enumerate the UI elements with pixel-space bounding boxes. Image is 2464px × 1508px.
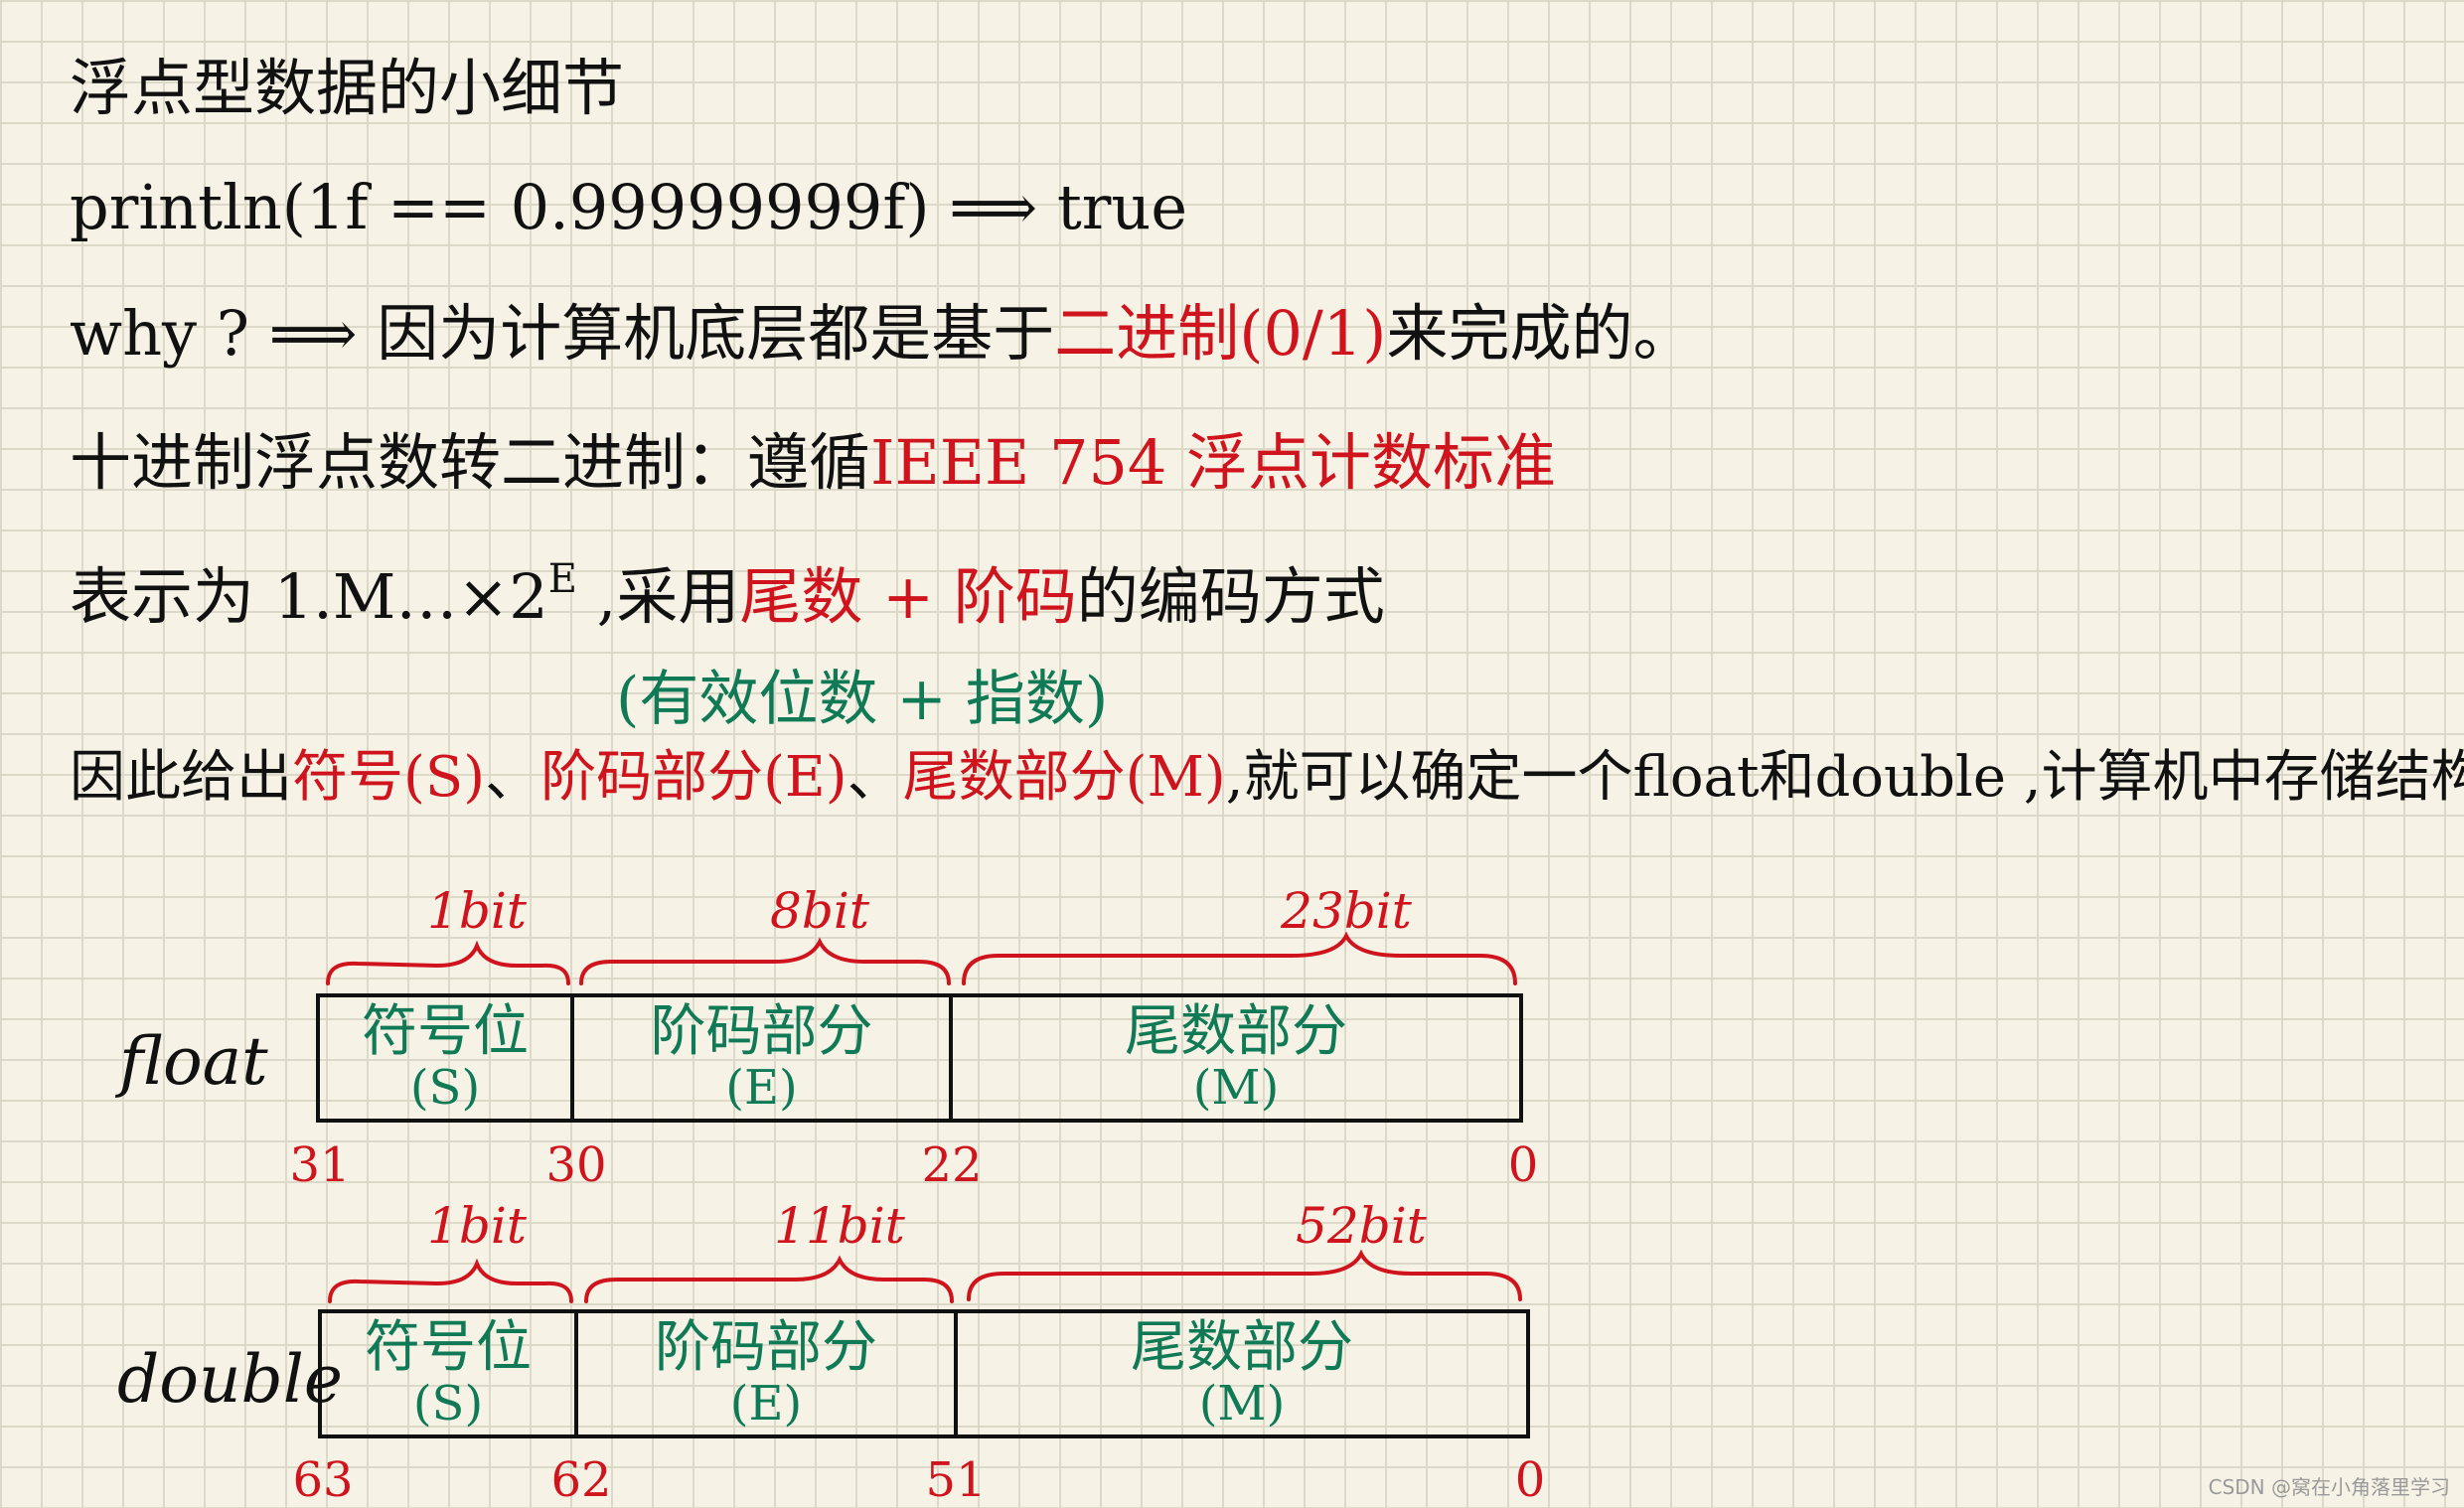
float-mantissa-brace bbox=[962, 931, 1517, 985]
float-label: float bbox=[119, 1023, 268, 1100]
float-mantissa-abbr: (M) bbox=[1192, 1060, 1280, 1117]
double-sign-field: 符号位 (S) bbox=[318, 1309, 578, 1438]
double-index-62: 62 bbox=[550, 1452, 612, 1508]
float-index-22: 22 bbox=[921, 1137, 983, 1193]
double-sign-abbr: (S) bbox=[412, 1376, 484, 1433]
float-index-0: 0 bbox=[1507, 1137, 1539, 1193]
double-exponent-field: 阶码部分 (E) bbox=[574, 1309, 958, 1438]
float-sign-brace bbox=[326, 940, 570, 985]
ieee-highlight: IEEE 754 浮点计数标准 bbox=[870, 426, 1557, 499]
float-mantissa-field: 尾数部分 (M) bbox=[949, 993, 1523, 1123]
float-exponent-abbr: (E) bbox=[725, 1060, 798, 1117]
repr-suffix: 的编码方式 bbox=[1076, 560, 1385, 633]
why-suffix: 来完成的。 bbox=[1386, 297, 1695, 370]
why-prefix: why ? ⟹ 因为计算机底层都是基于 bbox=[70, 297, 1055, 370]
double-sign-name: 符号位 bbox=[365, 1314, 532, 1380]
watermark: CSDN @窝在小角落里学习 bbox=[2208, 1475, 2450, 1499]
repr-prefix: 表示为 1.M…×2 bbox=[70, 560, 548, 633]
double-sign-bits: 1bit bbox=[427, 1197, 527, 1255]
float-index-30: 30 bbox=[545, 1137, 607, 1193]
code-result: true bbox=[1056, 171, 1188, 243]
double-exponent-abbr: (E) bbox=[729, 1376, 803, 1433]
repr-line: 表示为 1.M…×2E ,采用尾数 + 阶码的编码方式 bbox=[70, 559, 1385, 628]
float-mantissa-bits: 23bit bbox=[1281, 882, 1412, 940]
float-exponent-name: 阶码部分 bbox=[650, 998, 873, 1064]
convert-line: 十进制浮点数转二进制：遵循IEEE 754 浮点计数标准 bbox=[70, 432, 1556, 494]
convert-prefix: 十进制浮点数转二进制：遵循 bbox=[70, 426, 871, 499]
repr-mid: ,采用 bbox=[576, 560, 740, 633]
float-exponent-field: 阶码部分 (E) bbox=[570, 993, 953, 1123]
mantissa-exponent-highlight: 尾数 + 阶码 bbox=[739, 560, 1077, 633]
double-sign-brace bbox=[328, 1258, 573, 1303]
code-line: println(1f == 0.99999999f) ⟹ true bbox=[70, 177, 1187, 238]
float-index-31: 31 bbox=[289, 1137, 351, 1193]
binary-highlight: 二进制(0/1) bbox=[1054, 297, 1387, 370]
double-exponent-name: 阶码部分 bbox=[655, 1314, 877, 1380]
hence-line: 因此给出符号(S)、阶码部分(E)、尾数部分(M),就可以确定一个float和d… bbox=[70, 750, 2464, 806]
double-mantissa-name: 尾数部分 bbox=[1131, 1314, 1353, 1380]
hence-prefix: 因此给出 bbox=[70, 745, 292, 810]
page-title: 浮点型数据的小细节 bbox=[70, 52, 625, 124]
repr-exponent: E bbox=[547, 556, 577, 602]
code-expression: println(1f == 0.99999999f) bbox=[70, 171, 930, 243]
float-sign-abbr: (S) bbox=[409, 1060, 481, 1117]
double-label: double bbox=[117, 1341, 343, 1418]
mantissa-highlight: 尾数部分(M) bbox=[902, 745, 1226, 810]
float-exponent-brace bbox=[579, 937, 951, 985]
double-mantissa-abbr: (M) bbox=[1198, 1376, 1286, 1433]
hence-sep1: 、 bbox=[485, 745, 541, 810]
repr-note: (有效位数 + 指数) bbox=[616, 665, 1109, 734]
hence-suffix: ,就可以确定一个float和double ,计算机中存储结构: bbox=[1225, 745, 2464, 810]
implies-arrow: ⟹ bbox=[949, 171, 1038, 243]
exponent-highlight: 阶码部分(E) bbox=[540, 745, 847, 810]
why-line: why ? ⟹ 因为计算机底层都是基于二进制(0/1)来完成的。 bbox=[70, 303, 1694, 365]
double-index-63: 63 bbox=[292, 1452, 354, 1508]
sign-highlight: 符号(S) bbox=[292, 745, 486, 810]
hence-sep2: 、 bbox=[847, 745, 903, 810]
double-exponent-brace bbox=[584, 1255, 954, 1303]
double-exponent-bits: 11bit bbox=[774, 1197, 905, 1255]
float-sign-field: 符号位 (S) bbox=[316, 993, 574, 1123]
float-sign-bits: 1bit bbox=[427, 882, 527, 940]
float-mantissa-name: 尾数部分 bbox=[1125, 998, 1347, 1064]
double-index-51: 51 bbox=[925, 1452, 987, 1508]
float-sign-name: 符号位 bbox=[362, 998, 529, 1064]
double-mantissa-field: 尾数部分 (M) bbox=[954, 1309, 1530, 1438]
double-mantissa-brace bbox=[967, 1249, 1522, 1301]
double-index-0: 0 bbox=[1514, 1452, 1546, 1508]
double-mantissa-bits: 52bit bbox=[1296, 1197, 1427, 1255]
float-exponent-bits: 8bit bbox=[770, 882, 869, 940]
